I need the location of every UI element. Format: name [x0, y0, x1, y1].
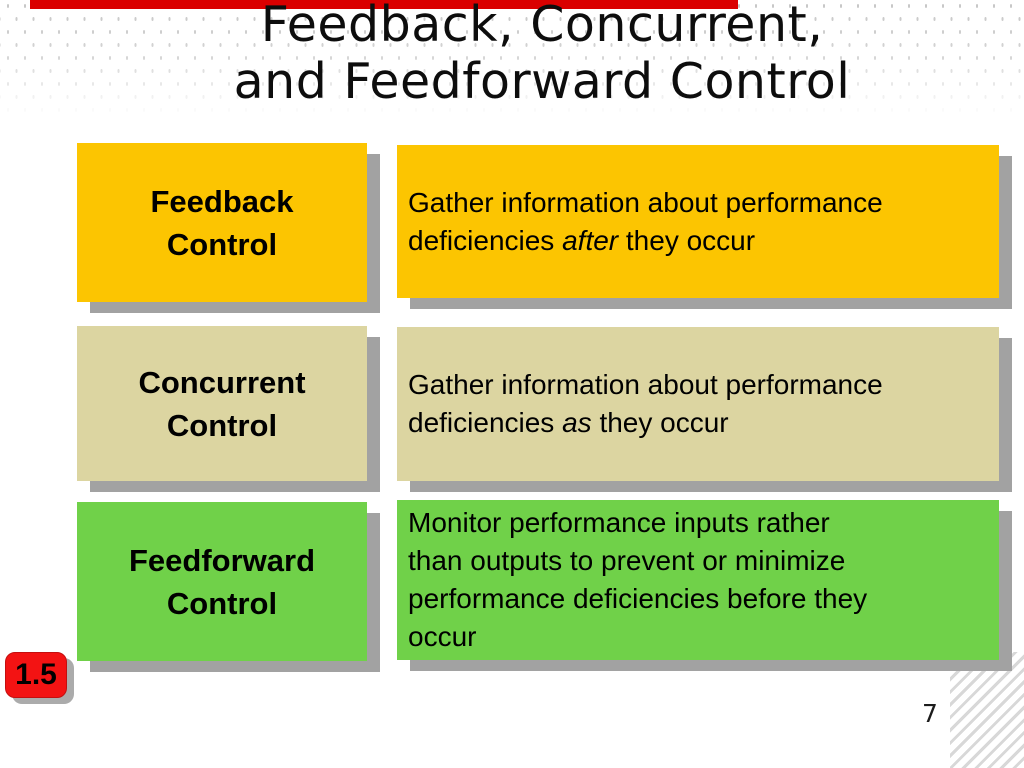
- page-number: 7: [922, 699, 938, 728]
- viewer-progress-bar: [30, 0, 738, 9]
- feedforward-control-label-line1: Feedforward: [128, 542, 316, 578]
- slide-title: Feedback, Concurrent, and Feedforward Co…: [60, 0, 1024, 110]
- section-number-badge: 1.5: [5, 652, 67, 698]
- concurrent-control-label-line1: Concurrent: [138, 364, 306, 400]
- feedforward-control-label-box: Feedforward Control: [77, 502, 367, 661]
- slide-title-line1: Feedback, Concurrent,: [260, 0, 824, 53]
- feedback-control-label-line1: Feedback: [150, 183, 294, 219]
- corner-stripes-pattern: [950, 652, 1024, 768]
- feedforward-control-label-line2: Control: [166, 585, 278, 621]
- feedback-control-label-line2: Control: [166, 226, 278, 262]
- section-number-label: 1.5: [15, 658, 57, 691]
- slide-title-line2: and Feedforward Control: [233, 53, 851, 110]
- feedback-control-label-box: Feedback Control: [77, 143, 367, 302]
- concurrent-control-label-box: Concurrent Control: [77, 326, 367, 481]
- concurrent-control-label-line2: Control: [166, 407, 278, 443]
- halftone-dots-pattern: [0, 0, 1024, 122]
